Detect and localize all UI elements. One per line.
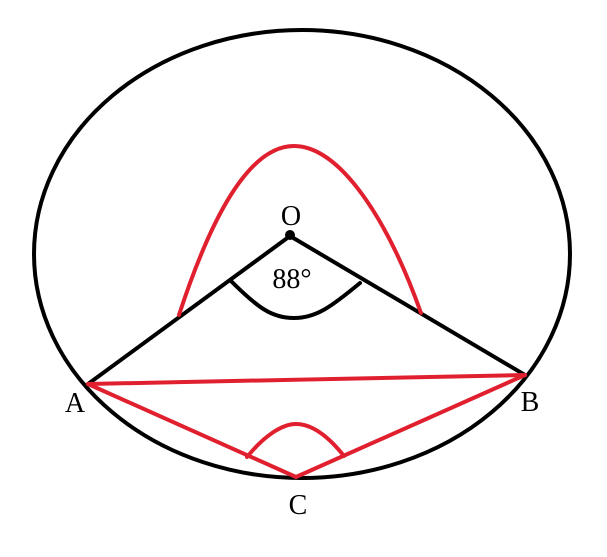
angle-label: 88° bbox=[272, 264, 311, 295]
chord-ac bbox=[86, 382, 298, 479]
label-b: B bbox=[521, 387, 540, 418]
label-c: C bbox=[289, 490, 308, 521]
inscribed-angle-arc bbox=[245, 421, 346, 459]
chord-bc bbox=[294, 373, 527, 479]
center-point bbox=[285, 230, 295, 240]
circle bbox=[32, 28, 572, 480]
label-a: A bbox=[65, 388, 86, 419]
chord-ab bbox=[86, 373, 527, 386]
central-angle-arc bbox=[229, 279, 362, 321]
reflex-angle-arc bbox=[177, 143, 423, 317]
radius-ob bbox=[288, 234, 527, 377]
radius-oa bbox=[86, 234, 292, 386]
label-o: O bbox=[281, 201, 301, 232]
